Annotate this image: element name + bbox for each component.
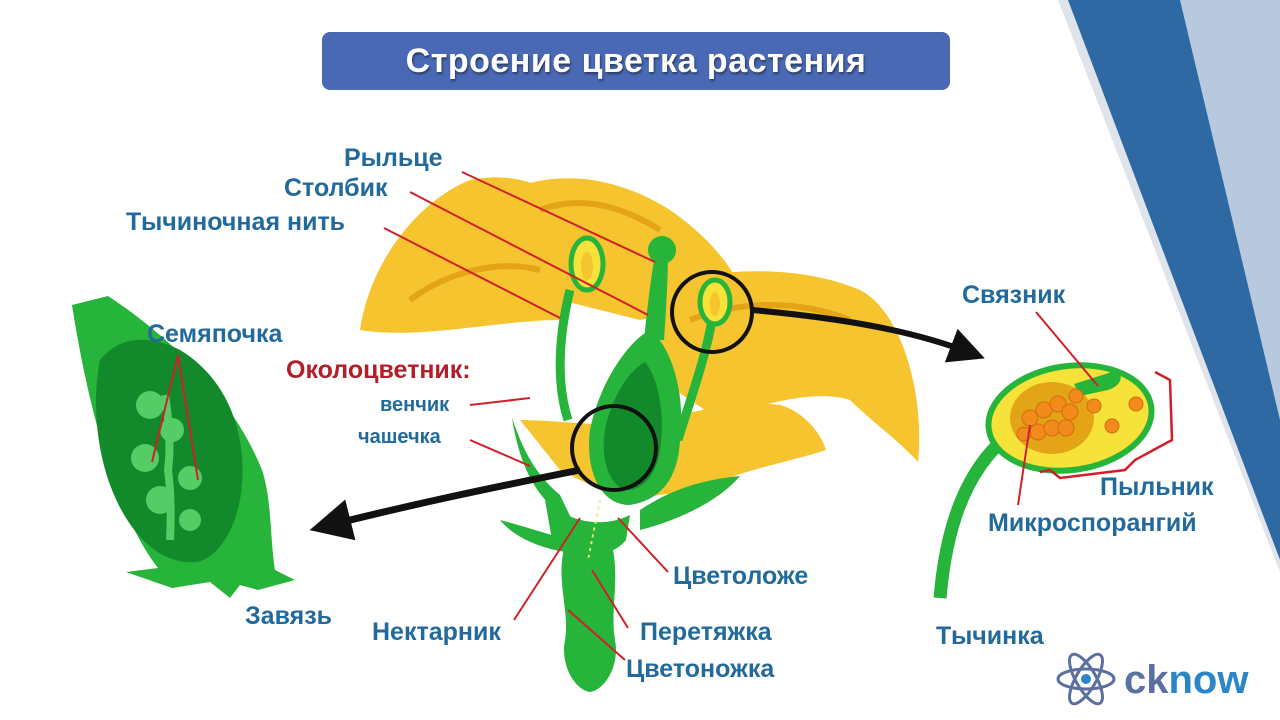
pedicel	[561, 545, 616, 692]
pollen-grain	[1104, 418, 1120, 434]
leader-chashechka	[469, 439, 531, 467]
leader-lines	[151, 171, 1099, 661]
page-title: Строение цветка растения	[405, 41, 867, 80]
filament-left	[555, 288, 575, 422]
ovule	[136, 391, 164, 419]
sepal-low-left	[500, 520, 570, 552]
leader-tychinochnaya-nit	[383, 227, 561, 319]
label-cvetonozhka: Цветоножка	[626, 655, 775, 683]
label-pylnik: Пыльник	[1100, 473, 1214, 501]
pollen-grain	[1021, 409, 1039, 427]
arrow-to-ovary	[309, 466, 581, 541]
leader-rylce	[461, 171, 656, 263]
leader-venchik	[469, 397, 531, 406]
ovule	[179, 509, 201, 531]
label-okolocvetnik: Околоцветник:	[286, 356, 471, 384]
label-svyaznik: Связник	[962, 281, 1066, 309]
brand-part-ck: ck	[1124, 658, 1169, 702]
pollen-grain	[1029, 423, 1047, 441]
flower	[360, 177, 920, 692]
stigma	[648, 236, 676, 264]
label-tychinochnaya-nit: Тычиночная нить	[126, 208, 346, 236]
title-banner: Строение цветка растения	[322, 32, 950, 90]
ovary-section	[72, 296, 295, 598]
petal-shading-3	[538, 199, 662, 233]
style	[644, 250, 668, 340]
label-chashechka: чашечка	[358, 426, 441, 448]
anther-bracket	[1039, 370, 1174, 480]
pollen-grain	[1061, 403, 1079, 421]
sepal-right	[640, 476, 740, 530]
petal-shading-1	[408, 263, 541, 303]
label-tychinka: Тычинка	[936, 622, 1044, 650]
pistil-ovary-inner	[603, 362, 662, 490]
pollen-grain	[1086, 398, 1102, 414]
pedicel-dot-line	[587, 499, 601, 561]
corner-decoration	[1058, 0, 1280, 572]
connective	[1074, 370, 1121, 396]
corner-shadow	[1058, 0, 1280, 572]
brand-logo: cknow	[1054, 652, 1268, 706]
anther-left-inner	[581, 252, 593, 280]
label-venchik: венчик	[380, 394, 450, 416]
receptacle	[545, 500, 630, 556]
filament-right	[673, 319, 717, 442]
leader-mikrosporangiy	[1017, 424, 1031, 506]
arrow-to-stamen	[751, 307, 985, 363]
atom-icon	[1056, 652, 1116, 706]
leader-cvetolozhe	[617, 517, 669, 573]
leader-nektarnik	[513, 517, 581, 621]
sepal-left	[512, 418, 572, 520]
ovule-stalks	[161, 394, 175, 541]
label-stolbik: Столбик	[284, 174, 388, 202]
label-nektarnik: Нектарник	[372, 618, 501, 646]
leader-cvetonozhka	[567, 609, 626, 661]
leader-stolbik	[409, 191, 649, 316]
label-semyapochka: Семяпочка	[147, 320, 283, 348]
leader-semyapochka-1	[151, 354, 179, 463]
label-rylce: Рыльце	[344, 144, 443, 172]
pollen-grain	[1068, 388, 1084, 404]
brand-part-now: now	[1168, 658, 1249, 702]
label-zavyaz: Завязь	[245, 602, 332, 630]
pollen-grain	[1049, 395, 1067, 413]
stamen-detail	[933, 362, 1174, 599]
brand-wordmark: cknow	[1124, 658, 1248, 703]
pollen-grain	[1057, 419, 1075, 437]
label-peretyazhka: Перетяжка	[640, 618, 772, 646]
leader-semyapochka-2	[177, 354, 199, 481]
label-mikrosporangiy: Микроспорангий	[988, 509, 1197, 537]
ovule	[131, 444, 159, 472]
label-cvetolozhe: Цветоложе	[673, 562, 809, 590]
leader-peretyazhka	[591, 569, 629, 629]
zoom-circle-ovary	[570, 404, 658, 492]
leader-svyaznik	[1035, 311, 1099, 387]
pollen-grain	[1128, 396, 1144, 412]
pollen-grains	[1016, 388, 1144, 442]
anther-right-inner	[710, 292, 720, 316]
